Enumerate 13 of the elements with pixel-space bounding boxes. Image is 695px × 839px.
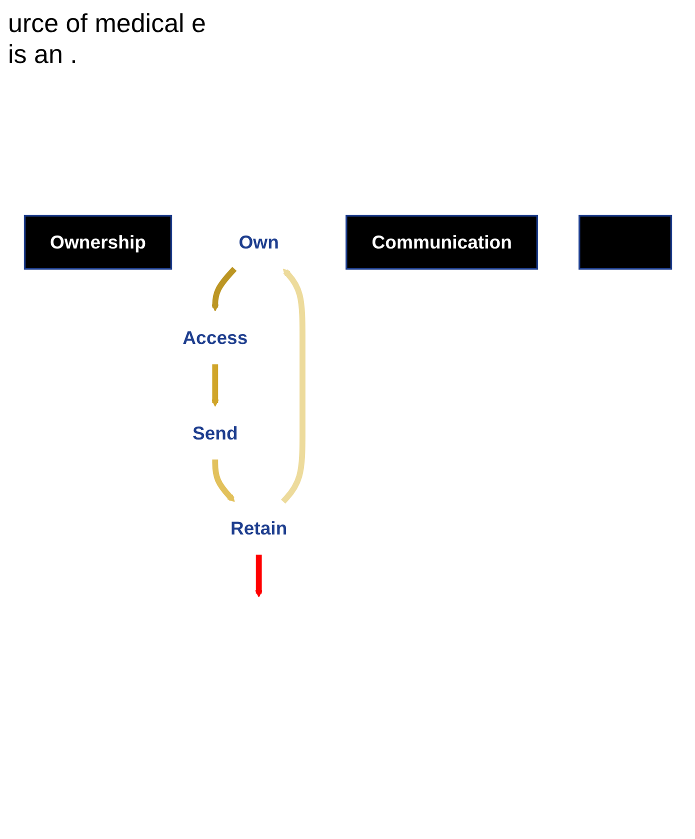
node-text: Send [192,422,238,444]
arrow [212,460,234,502]
node-box: Communication [345,215,538,270]
paragraph-text: urce of medical e is an . [8,8,207,70]
node-box: Ownership [23,215,172,270]
node-text: Access [182,328,248,349]
node-text: Retain [230,518,287,540]
node-box [578,215,672,270]
arrow [210,267,236,312]
arrow [210,364,218,408]
arrow [280,269,305,504]
arrow [254,555,262,598]
node-text: Own [238,232,278,254]
